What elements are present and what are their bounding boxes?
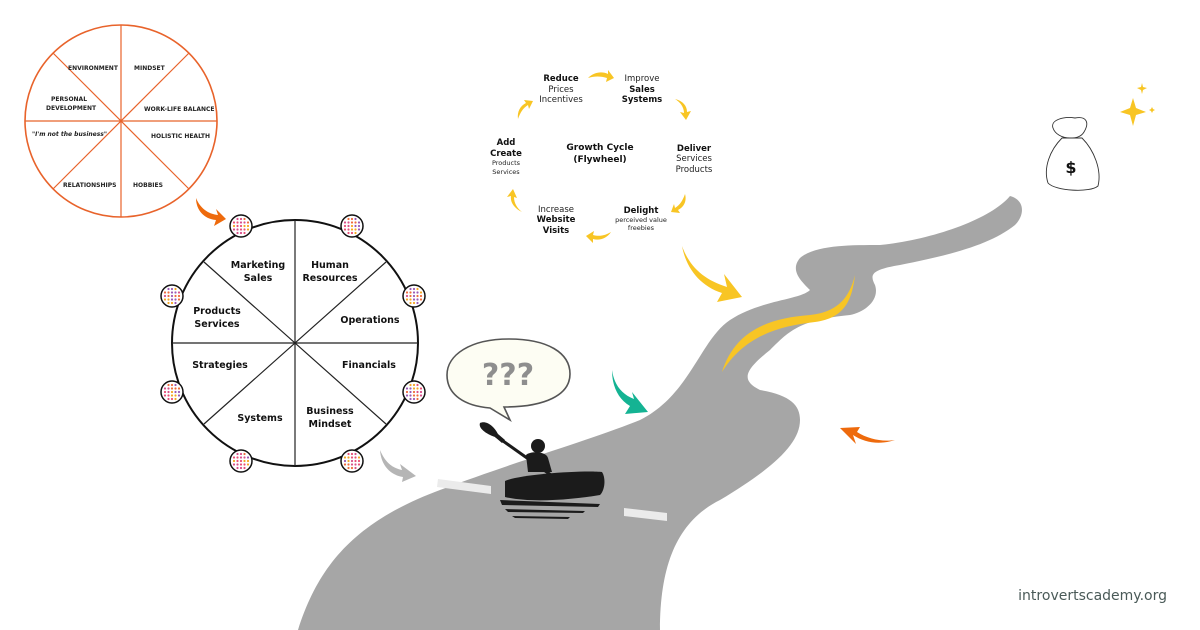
life-segment-hobbies: HOBBIES <box>133 182 163 189</box>
team-badges <box>160 214 426 473</box>
flywheel: Growth Cycle (Flywheel) Reduce Prices In… <box>490 74 713 236</box>
life-segment-not-the-business: "I'm not the business" <box>32 131 107 138</box>
team-badge <box>160 380 184 404</box>
life-segment-work-life-balance: WORK-LIFE BALANCE <box>144 106 215 113</box>
river-highlight <box>722 275 855 372</box>
life-segment-environment: ENVIRONMENT <box>68 65 119 72</box>
fw-arrow-icon <box>517 100 533 119</box>
team-badge <box>340 214 364 238</box>
fw-deliver-2: Products <box>676 165 713 175</box>
life-segment-relationships: RELATIONSHIPS <box>63 182 116 189</box>
team-badge <box>402 380 426 404</box>
river <box>298 196 1022 630</box>
fw-reduce-2: Incentives <box>539 95 583 105</box>
fw-arrow-icon <box>671 194 686 213</box>
biz-segment-hr-1: Human <box>311 260 349 271</box>
life-segment-mindset: MINDSET <box>134 65 166 72</box>
fw-increase-2: Website <box>537 215 576 225</box>
yellow-arrow-icon <box>682 246 742 302</box>
teal-arrow-icon <box>612 370 648 414</box>
fw-arrow-icon <box>586 231 611 243</box>
life-wheel <box>24 24 218 218</box>
business-wheel <box>171 219 419 467</box>
fw-increase-1: Increase <box>538 205 574 215</box>
fw-add-3: Products <box>492 159 521 167</box>
fw-delight-1: perceived value <box>615 216 667 224</box>
bridge-left <box>437 479 491 494</box>
fw-delight-title: Delight <box>624 206 659 216</box>
flywheel-arrows <box>507 70 691 243</box>
team-badge <box>229 214 253 238</box>
life-segment-personal-development-2: DEVELOPMENT <box>46 105 97 112</box>
team-badge <box>402 284 426 308</box>
biz-segment-strategies: Strategies <box>192 360 248 371</box>
fw-arrow-icon <box>675 99 691 120</box>
fw-improve-2: Sales <box>629 85 655 95</box>
fw-increase-3: Visits <box>543 226 569 236</box>
biz-segment-marketing-1: Marketing <box>231 260 285 271</box>
kayaker-icon <box>479 422 605 519</box>
fw-arrow-icon <box>507 189 522 212</box>
life-segment-holistic-health: HOLISTIC HEALTH <box>151 133 210 140</box>
team-badge <box>229 449 253 473</box>
biz-segment-products-1: Products <box>193 306 241 317</box>
fw-deliver-1: Services <box>676 154 712 164</box>
biz-segment-marketing-2: Sales <box>244 273 273 284</box>
biz-segment-mindset-2: Mindset <box>309 419 352 430</box>
bridge-right <box>624 508 667 521</box>
money-bag-icon: $ <box>1045 117 1100 191</box>
biz-segment-financials: Financials <box>342 360 396 371</box>
biz-segment-products-2: Services <box>194 319 239 330</box>
dollar-sign-icon: $ <box>1065 158 1076 177</box>
fw-deliver-title: Deliver <box>677 144 712 154</box>
fw-reduce-1: Prices <box>548 85 574 95</box>
flywheel-center-2: (Flywheel) <box>573 155 626 165</box>
fw-arrow-icon <box>588 70 614 82</box>
biz-segment-operations: Operations <box>340 315 400 326</box>
biz-segment-systems: Systems <box>237 413 283 424</box>
fw-reduce-title: Reduce <box>543 74 578 84</box>
biz-segment-mindset-1: Business <box>306 406 354 417</box>
life-segment-personal-development-1: PERSONAL <box>51 96 87 103</box>
gray-arrow-icon <box>380 450 416 482</box>
sparkle-icon <box>1120 83 1155 126</box>
fw-improve-3: Systems <box>622 95 662 105</box>
fw-add-4: Services <box>492 168 520 176</box>
orange-arrow-icon <box>196 198 226 226</box>
flywheel-center-1: Growth Cycle <box>566 143 633 153</box>
fw-delight-2: freebies <box>628 224 655 232</box>
fw-add-1: Add <box>497 138 516 148</box>
footer-site[interactable]: introvertscademy.org <box>1018 588 1167 604</box>
biz-segment-hr-2: Resources <box>302 273 357 284</box>
orange-arrow-right-icon <box>840 427 895 444</box>
team-badge <box>340 449 364 473</box>
speech-bubble: ??? <box>446 338 571 423</box>
fw-improve-1: Improve <box>625 74 660 84</box>
fw-add-2: Create <box>490 149 522 159</box>
team-badge <box>160 284 184 308</box>
question-marks: ??? <box>482 358 534 393</box>
